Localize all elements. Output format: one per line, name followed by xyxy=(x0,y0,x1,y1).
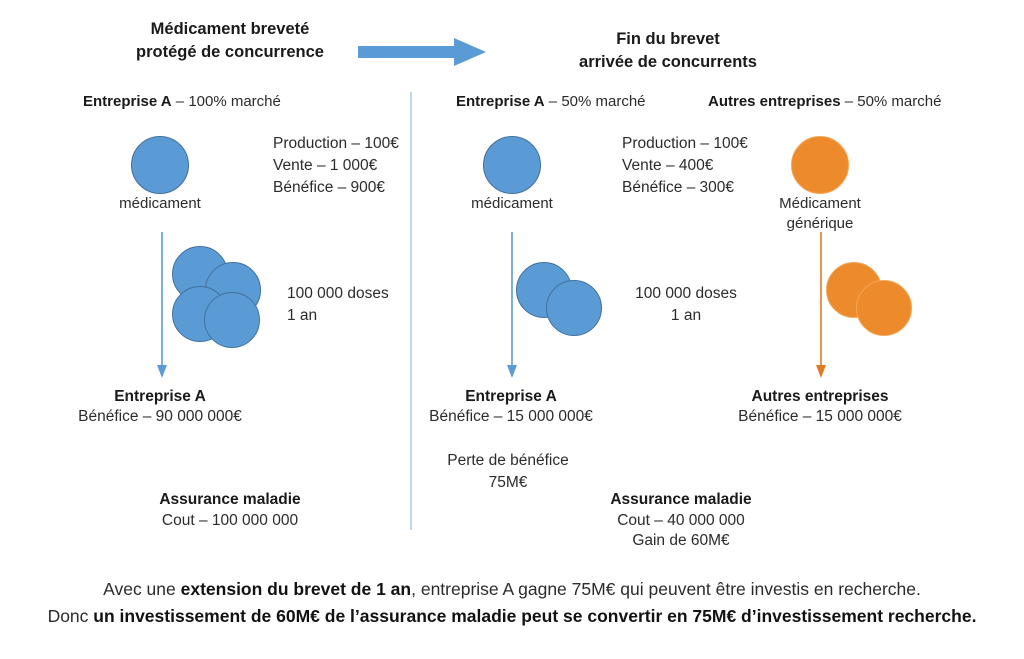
pill-label-left: médicament xyxy=(119,195,201,212)
pill-cluster-middle-circle-2 xyxy=(546,280,602,336)
insurance-left-line-0: Cout – 100 000 000 xyxy=(161,512,299,529)
outcome-title-middle: Entreprise A xyxy=(465,388,557,405)
economics-middle: Production – 100€ Vente – 400€ Bénéfice … xyxy=(622,133,748,199)
conclusion-2-part-a: Donc xyxy=(47,606,94,626)
insurance-title-left: Assurance maladie xyxy=(159,491,301,508)
volume-left-line1: 100 000 doses xyxy=(287,285,389,302)
flow-arrow-left-icon xyxy=(155,232,169,378)
phase-divider xyxy=(410,92,412,530)
pill-label-middle: médicament xyxy=(471,195,553,212)
economics-middle-line-0: Production – 100€ xyxy=(622,135,748,152)
market-share-middle: Entreprise A – 50% marché xyxy=(456,92,646,112)
conclusion-1-emphasis: extension du brevet de 1 an xyxy=(180,579,412,599)
economics-middle-line-2: Bénéfice – 300€ xyxy=(622,179,735,196)
volume-middle-line2: 1 an xyxy=(670,307,702,324)
outcome-value-middle: Bénéfice – 15 000 000€ xyxy=(429,408,593,425)
insurance-middle-line-1: Gain de 60M€ xyxy=(632,532,730,549)
outcome-value-right: Bénéfice – 15 000 000€ xyxy=(738,408,902,425)
phase-title-right-line1: Fin du brevet xyxy=(616,30,720,48)
conclusion-line-2: Donc un investissement de 60M€ de l’assu… xyxy=(0,603,1024,630)
market-share-middle-company: Entreprise A xyxy=(456,93,545,110)
outcome-title-right: Autres entreprises xyxy=(751,388,889,405)
transition-right-arrow-icon xyxy=(358,38,486,66)
phase-title-left-line1: Médicament breveté xyxy=(150,20,310,38)
pill-cluster-right-circle-2 xyxy=(856,280,912,336)
pill-circle-middle-single xyxy=(483,136,541,194)
insurance-title-middle: Assurance maladie xyxy=(610,491,752,508)
conclusion-2-emphasis: un investissement de 60M€ de l’assurance… xyxy=(93,606,977,626)
market-share-right-company: Autres entreprises xyxy=(708,93,841,110)
market-share-right-value: – 50% marché xyxy=(840,93,942,110)
economics-left-line-1: Vente – 1 000€ xyxy=(273,157,378,174)
volume-left: 100 000 doses 1 an xyxy=(287,283,389,327)
economics-middle-line-1: Vente – 400€ xyxy=(622,157,714,174)
pill-circle-right-single xyxy=(791,136,849,194)
loss-middle: Perte de bénéfice 75M€ xyxy=(447,450,569,494)
volume-left-line2: 1 an xyxy=(287,307,318,324)
loss-middle-line1: Perte de bénéfice xyxy=(447,452,569,469)
outcome-title-left: Entreprise A xyxy=(114,388,206,405)
market-share-left: Entreprise A – 100% marché xyxy=(83,92,281,112)
loss-middle-line2: 75M€ xyxy=(488,474,528,491)
market-share-left-value: – 100% marché xyxy=(171,93,281,110)
market-share-right: Autres entreprises – 50% marché xyxy=(708,92,941,112)
volume-middle-line1: 100 000 doses xyxy=(635,285,737,302)
phase-title-right: Fin du brevet arrivée de concurrents xyxy=(579,28,757,74)
phase-title-left: Médicament breveté protégé de concurrenc… xyxy=(136,18,324,64)
market-share-left-company: Entreprise A xyxy=(83,93,172,110)
pill-cluster-left-circle-4 xyxy=(204,292,260,348)
pill-label-right: Médicament générique xyxy=(779,194,861,233)
flow-arrow-right-icon xyxy=(814,232,828,378)
market-share-middle-value: – 50% marché xyxy=(544,93,646,110)
pill-label-right-line1: Médicament xyxy=(779,195,861,212)
phase-title-left-line2: protégé de concurrence xyxy=(136,42,324,61)
conclusion-1-part-a: Avec une xyxy=(103,579,181,599)
economics-left-line-2: Bénéfice – 900€ xyxy=(273,179,386,196)
phase-title-right-line2: arrivée de concurrents xyxy=(579,52,757,71)
outcome-value-left: Bénéfice – 90 000 000€ xyxy=(78,408,242,425)
pill-circle-left-single xyxy=(131,136,189,194)
flow-arrow-middle-icon xyxy=(505,232,519,378)
economics-left-line-0: Production – 100€ xyxy=(273,135,399,152)
conclusion-1-part-c: , entreprise A gagne 75M€ qui peuvent êt… xyxy=(411,579,921,599)
insurance-middle-line-0: Cout – 40 000 000 xyxy=(617,512,745,529)
conclusion-line-1: Avec une extension du brevet de 1 an, en… xyxy=(0,576,1024,603)
economics-left: Production – 100€ Vente – 1 000€ Bénéfic… xyxy=(273,133,399,199)
pill-label-right-line2: générique xyxy=(786,214,854,232)
volume-middle: 100 000 doses 1 an xyxy=(635,283,737,327)
